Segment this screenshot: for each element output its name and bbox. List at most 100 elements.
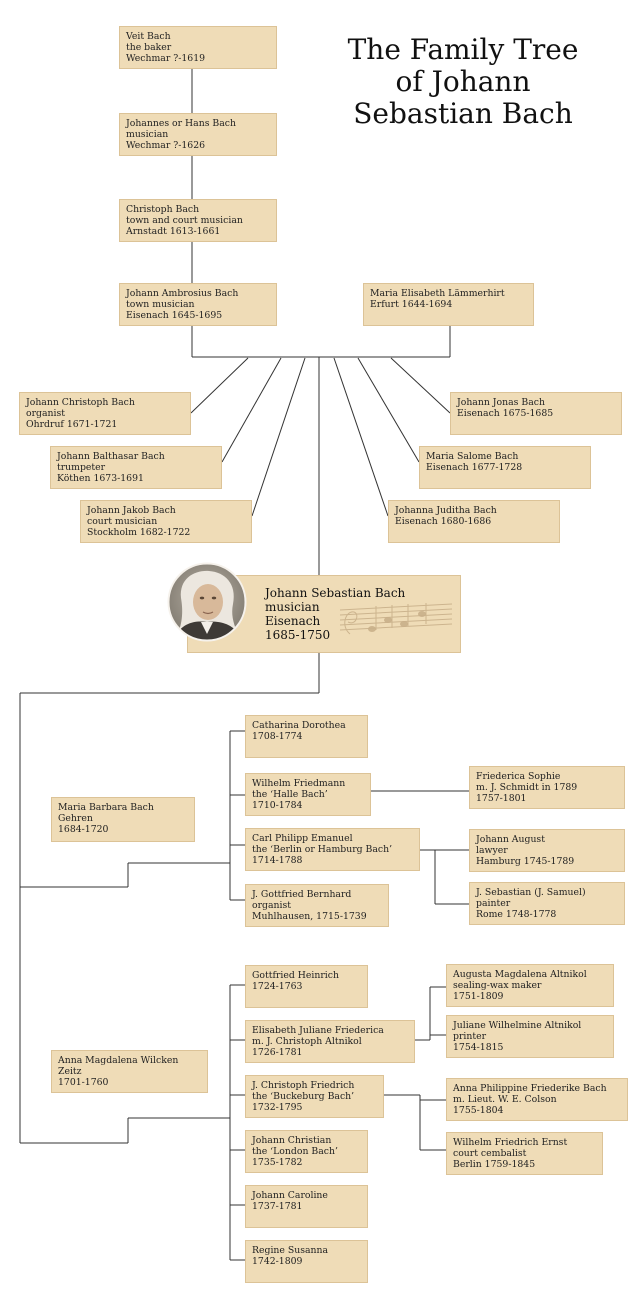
person-line: Johannes or Hans Bach: [126, 118, 236, 129]
person-johann-august: Johann August lawyer Hamburg 1745-1789: [469, 829, 625, 872]
person-j-sebastian-samuel: J. Sebastian (J. Samuel) painter Rome 17…: [469, 882, 625, 925]
person-johann-christian: Johann Christian the ‘London Bach’ 1735-…: [245, 1130, 368, 1173]
person-line: the ‘London Bach’: [252, 1146, 338, 1157]
person-wilhelm-friedrich-ernst: Wilhelm Friedrich Ernst court cembalist …: [446, 1132, 603, 1175]
person-line: 1708-1774: [252, 731, 303, 742]
person-line: trumpeter: [57, 462, 106, 473]
person-maria-barbara-bach: Maria Barbara Bach Gehren 1684-1720: [51, 797, 195, 842]
person-line: Wechmar ?-1619: [126, 53, 206, 64]
person-line: Maria Elisabeth Lämmerhirt: [370, 288, 505, 299]
person-j-gottfried-bernhard: J. Gottfried Bernhard organist Muhlhause…: [245, 884, 389, 927]
person-line: Catharina Dorothea: [252, 720, 346, 731]
connector-line: [251, 357, 306, 517]
person-line: lawyer: [476, 845, 508, 856]
person-line: Stockholm 1682-1722: [87, 527, 191, 538]
person-line: Johann Jonas Bach: [457, 397, 545, 408]
title-line: The Family Tree: [347, 33, 579, 66]
person-line: Johann Sebastian Bach: [265, 586, 406, 600]
person-line: 1685-1750: [265, 628, 331, 642]
person-anna-philippine-friederike-bach: Anna Philippine Friederike Bach m. Lieut…: [446, 1078, 628, 1121]
person-line: Friederica Sophie: [476, 771, 561, 782]
person-line: Wilhelm Friedrich Ernst: [453, 1137, 568, 1148]
person-line: the ‘Halle Bach’: [252, 789, 328, 800]
person-line: 1724-1763: [252, 981, 303, 992]
person-line: 1710-1784: [252, 800, 303, 811]
person-line: Köthen 1673-1691: [57, 473, 144, 484]
person-line: Wechmar ?-1626: [126, 140, 206, 151]
person-johann-jakob-bach: Johann Jakob Bach court musician Stockho…: [80, 500, 252, 543]
person-line: 1751-1809: [453, 991, 504, 1002]
person-johann-jonas-bach: Johann Jonas Bach Eisenach 1675-1685: [450, 392, 622, 435]
person-line: Johann Balthasar Bach: [57, 451, 165, 462]
person-line: Veit Bach: [126, 31, 171, 42]
person-line: the baker: [126, 42, 172, 53]
page-title: The Family Tree of Johann Sebastian Bach: [300, 34, 626, 130]
person-line: organist: [252, 900, 292, 911]
person-line: sealing-wax maker: [453, 980, 542, 991]
person-hans-bach: Johannes or Hans Bach musician Wechmar ?…: [119, 113, 277, 156]
person-line: J. Christoph Friedrich: [252, 1080, 355, 1091]
person-line: Johanna Juditha Bach: [395, 505, 497, 516]
person-line: Rome 1748-1778: [476, 909, 557, 920]
person-line: musician: [265, 600, 320, 614]
person-line: painter: [476, 898, 511, 909]
person-line: Arnstadt 1613-1661: [126, 226, 221, 237]
person-line: 1742-1809: [252, 1256, 303, 1267]
person-line: Muhlhausen, 1715-1739: [252, 911, 367, 922]
person-line: organist: [26, 408, 66, 419]
title-line: Sebastian Bach: [353, 97, 573, 130]
person-line: Elisabeth Juliane Friederica: [252, 1025, 384, 1036]
person-line: Anna Philippine Friederike Bach: [453, 1083, 607, 1094]
person-line: m. J. Schmidt in 1789: [476, 782, 578, 793]
person-wilhelm-friedmann: Wilhelm Friedmann the ‘Halle Bach’ 1710-…: [245, 773, 371, 816]
person-veit-bach: Veit Bach the baker Wechmar ?-1619: [119, 26, 277, 69]
person-line: Erfurt 1644-1694: [370, 299, 453, 310]
person-line: m. J. Christoph Altnikol: [252, 1036, 362, 1047]
person-line: 1735-1782: [252, 1157, 303, 1168]
person-line: town musician: [126, 299, 195, 310]
person-line: Wilhelm Friedmann: [252, 778, 346, 789]
person-line: Hamburg 1745-1789: [476, 856, 575, 867]
person-johanna-juditha-bach: Johanna Juditha Bach Eisenach 1680-1686: [388, 500, 560, 543]
person-line: Johann August: [476, 834, 545, 845]
person-line: printer: [453, 1031, 487, 1042]
person-line: Eisenach 1677-1728: [426, 462, 523, 473]
person-johann-caroline: Johann Caroline 1737-1781: [245, 1185, 368, 1228]
person-line: 1754-1815: [453, 1042, 504, 1053]
person-line: Carl Philipp Emanuel: [252, 833, 353, 844]
person-line: J. Sebastian (J. Samuel): [476, 887, 586, 898]
person-friederica-sophie: Friederica Sophie m. J. Schmidt in 1789 …: [469, 766, 625, 809]
person-line: town and court musician: [126, 215, 243, 226]
person-line: Johann Jakob Bach: [87, 505, 176, 516]
connector-line: [357, 357, 420, 463]
person-line: Johann Christian: [252, 1135, 332, 1146]
person-line: Johann Ambrosius Bach: [126, 288, 239, 299]
person-line: Zeitz: [58, 1066, 82, 1077]
person-line: 1737-1781: [252, 1201, 303, 1212]
person-line: 1714-1788: [252, 855, 303, 866]
person-line: musician: [126, 129, 169, 140]
person-line: Eisenach 1645-1695: [126, 310, 223, 321]
person-line: Maria Salome Bach: [426, 451, 519, 462]
person-line: Juliane Wilhelmine Altnikol: [453, 1020, 582, 1031]
person-maria-salome-bach: Maria Salome Bach Eisenach 1677-1728: [419, 446, 591, 489]
person-line: Regine Susanna: [252, 1245, 329, 1256]
person-line: Gehren: [58, 813, 93, 824]
person-carl-philipp-emanuel: Carl Philipp Emanuel the ‘Berlin or Hamb…: [245, 828, 420, 871]
person-johann-balthasar-bach: Johann Balthasar Bach trumpeter Köthen 1…: [50, 446, 222, 489]
connector-line: [390, 357, 451, 414]
connector-line: [221, 357, 282, 463]
bach-portrait-icon: [167, 562, 247, 642]
music-score-icon: [339, 603, 453, 635]
person-regine-susanna: Regine Susanna 1742-1809: [245, 1240, 368, 1283]
person-line: 1726-1781: [252, 1047, 303, 1058]
person-line: Anna Magdalena Wilcken: [58, 1055, 179, 1066]
person-christoph-bach: Christoph Bach town and court musician A…: [119, 199, 277, 242]
person-line: Eisenach 1680-1686: [395, 516, 492, 527]
person-line: court musician: [87, 516, 158, 527]
person-johann-ambrosius-bach: Johann Ambrosius Bach town musician Eise…: [119, 283, 277, 326]
person-line: 1701-1760: [58, 1077, 109, 1088]
person-line: Ohrdruf 1671-1721: [26, 419, 118, 430]
person-maria-elisabeth-lammerhirt: Maria Elisabeth Lämmerhirt Erfurt 1644-1…: [363, 283, 534, 326]
person-line: 1732-1795: [252, 1102, 303, 1113]
